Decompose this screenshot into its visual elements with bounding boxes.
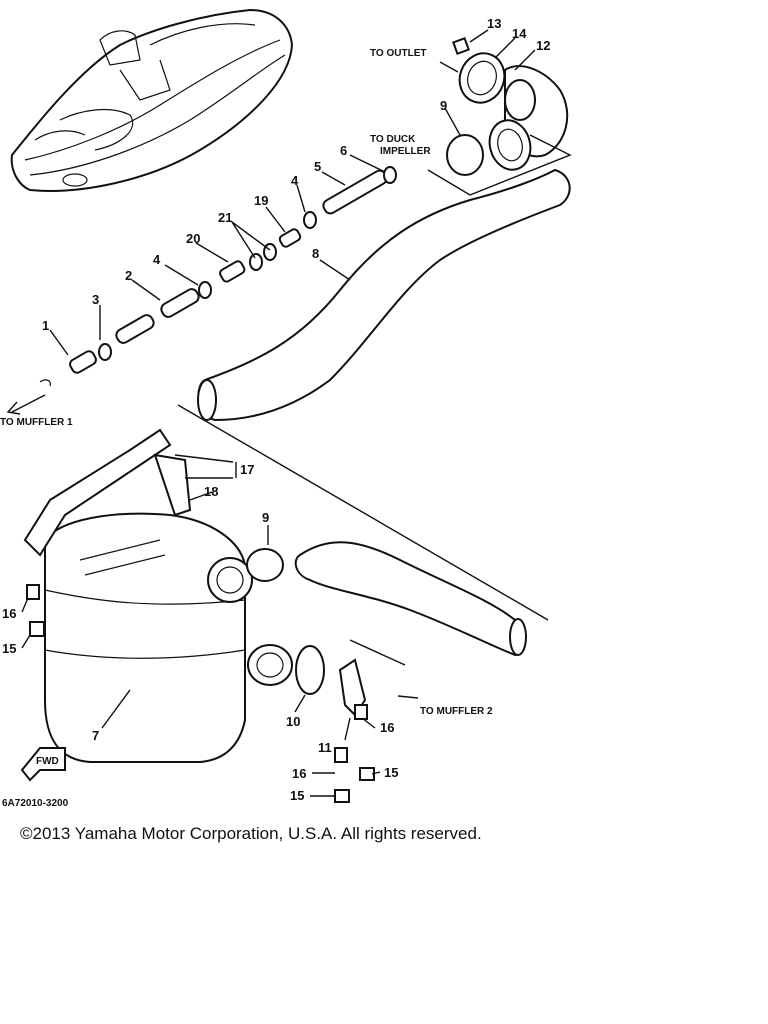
callout-16-right: 16: [380, 720, 394, 735]
note-impeller: IMPELLER: [380, 146, 431, 157]
watercraft-illustration: [10, 8, 294, 192]
callout-10: 10: [286, 714, 300, 729]
callout-6: 6: [340, 143, 347, 158]
exhaust-parts-diagram: FWD 13 14: [0, 8, 572, 809]
copyright-notice: ©2013 Yamaha Motor Corporation, U.S.A. A…: [20, 824, 482, 843]
callout-4-lower: 4: [153, 252, 161, 267]
callout-11: 11: [318, 740, 332, 755]
callout-7: 7: [92, 728, 99, 743]
note-to-muffler-2: TO MUFFLER 2: [420, 706, 493, 717]
callout-16-bottom: 16: [292, 766, 306, 781]
muffler-body: [23, 428, 293, 763]
callout-15-left: 15: [2, 641, 16, 656]
callout-9-lower: 9: [262, 510, 269, 525]
outlet-assembly: [427, 37, 572, 196]
callout-19: 19: [254, 193, 268, 208]
callout-13: 13: [487, 16, 501, 31]
callout-1: 1: [42, 318, 49, 333]
callout-21: 21: [218, 210, 232, 225]
callout-18: 18: [204, 484, 218, 499]
callout-4-upper: 4: [291, 173, 299, 188]
leader-lines: [21, 29, 536, 797]
note-to-muffler-1: TO MUFFLER 1: [0, 417, 73, 428]
note-to-outlet: TO OUTLET: [370, 48, 426, 59]
callout-17: 17: [240, 462, 254, 477]
callout-14: 14: [512, 26, 527, 41]
muffler-hose: [246, 541, 527, 657]
callout-15-bottom: 15: [290, 788, 304, 803]
fwd-label: FWD: [36, 756, 59, 767]
clamps-and-bolts: [26, 584, 406, 803]
callout-9-top: 9: [440, 98, 447, 113]
callout-16-left: 16: [2, 606, 16, 621]
callout-5: 5: [314, 159, 321, 174]
callout-20: 20: [186, 231, 200, 246]
fwd-arrow-icon: FWD: [20, 747, 66, 782]
callout-15-right: 15: [384, 765, 398, 780]
drawing-code: 6A72010-3200: [2, 798, 69, 809]
callout-2: 2: [125, 268, 132, 283]
callout-3: 3: [92, 292, 99, 307]
note-to-duck: TO DUCK: [370, 134, 416, 145]
callout-12: 12: [536, 38, 550, 53]
main-hose: [177, 168, 571, 621]
water-line-parts: [6, 166, 397, 415]
direction-notes: TO OUTLET TO DUCK IMPELLER TO MUFFLER 1 …: [0, 48, 493, 809]
callout-8: 8: [312, 246, 319, 261]
callout-numbers: 13 14 12 9 6 5 4 19 21 20 4 2 8 3 1 17 1…: [2, 16, 550, 803]
